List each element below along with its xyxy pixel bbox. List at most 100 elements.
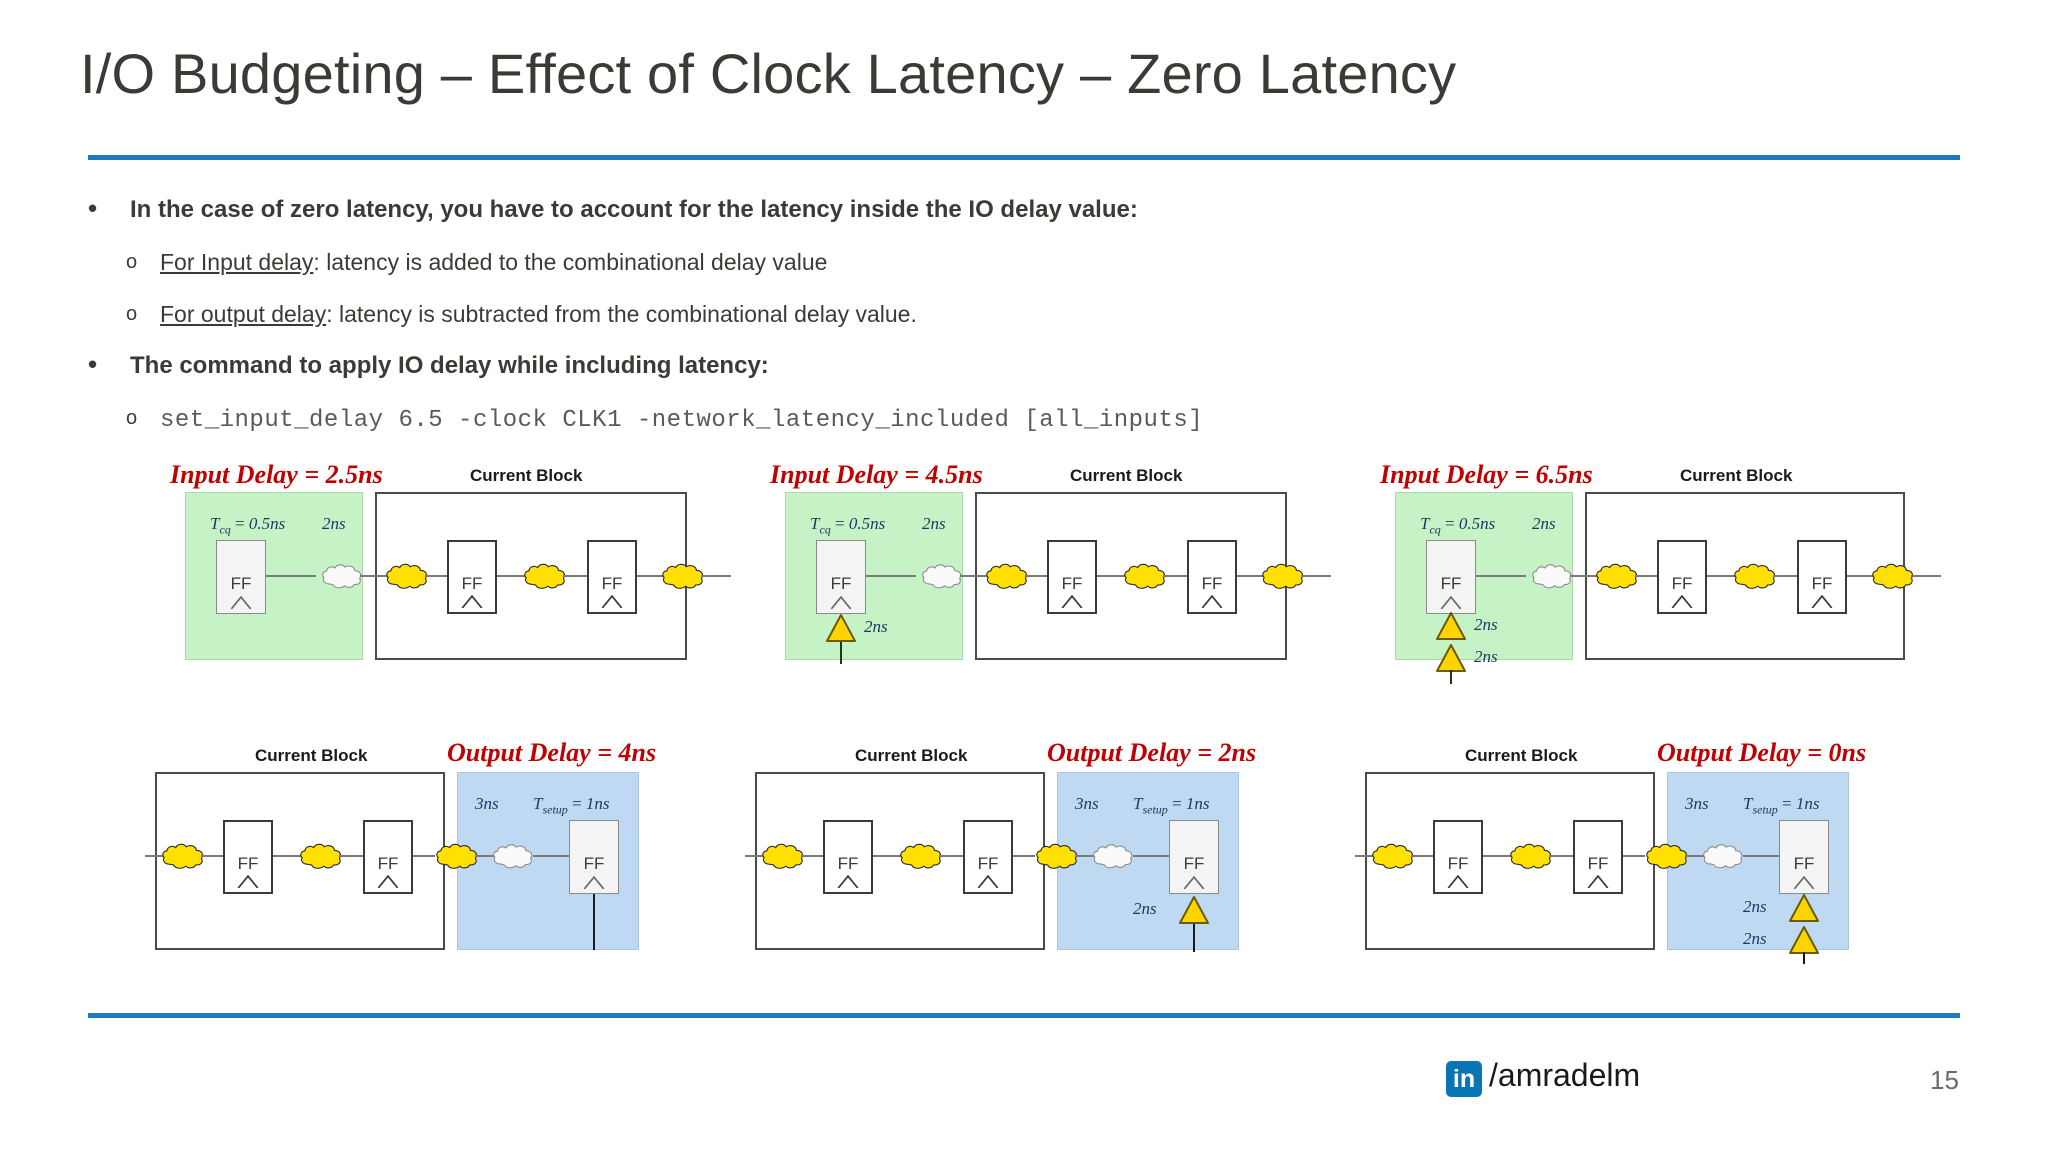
sdc-command-text: set_input_delay 6.5 -clock CLK1 -network…	[160, 407, 1204, 434]
flip-flop-label: FF	[830, 574, 852, 594]
title-divider	[88, 155, 1960, 160]
flip-flop-label: FF	[1183, 854, 1205, 874]
comb-delay-label: 3ns	[1075, 794, 1099, 813]
signal-wire	[475, 855, 497, 857]
logic-cloud-yellow-icon	[160, 840, 206, 872]
current-block-label: Current Block	[470, 466, 583, 485]
flip-flop: FF	[1433, 820, 1483, 894]
signal-wire	[1685, 855, 1707, 857]
signal-wire	[960, 575, 990, 577]
logic-cloud-white-icon	[491, 841, 535, 871]
current-block-label: Current Block	[255, 746, 368, 765]
signal-wire	[266, 575, 316, 577]
flip-flop-label: FF	[1447, 854, 1469, 874]
flip-flop: FF	[216, 540, 266, 614]
signal-wire	[339, 855, 363, 857]
buffer-triangle-icon	[826, 614, 856, 642]
logic-cloud-yellow-icon	[1644, 840, 1690, 872]
flip-flop: FF	[587, 540, 637, 614]
sub-bullet-marker: o	[126, 303, 138, 325]
bullet-text: The command to apply IO delay while incl…	[130, 352, 769, 379]
bullet-rest-text: : latency is added to the combinational …	[313, 249, 828, 275]
linkedin-handle: /amradelm	[1489, 1057, 1641, 1093]
bullet-text: In the case of zero latency, you have to…	[130, 196, 1138, 223]
flip-flop: FF	[1047, 540, 1097, 614]
tsetup-label: Tsetup = 1ns	[533, 794, 610, 817]
bullet-marker: •	[88, 193, 98, 223]
linkedin-icon[interactable]: in	[1446, 1061, 1482, 1097]
signal-wire	[1847, 575, 1873, 577]
clock-wire	[1803, 952, 1805, 964]
tsetup-label: Tsetup = 1ns	[1743, 794, 1820, 817]
flip-flop-label: FF	[377, 854, 399, 874]
buffer-delay-label: 2ns	[1133, 899, 1157, 918]
clock-pin-icon	[1201, 594, 1223, 613]
flip-flop-label: FF	[1811, 574, 1833, 594]
signal-wire	[1476, 575, 1526, 577]
flip-flop-label: FF	[1587, 854, 1609, 874]
bullet-underlined-text: For output delay	[160, 301, 327, 327]
clock-pin-icon	[977, 874, 999, 893]
signal-wire	[637, 575, 663, 577]
flip-flop: FF	[447, 540, 497, 614]
signal-wire	[413, 855, 435, 857]
comb-delay-label: 3ns	[475, 794, 499, 813]
signal-wire	[425, 575, 447, 577]
logic-cloud-white-icon	[1091, 841, 1135, 871]
logic-cloud-white-icon	[920, 561, 964, 591]
logic-cloud-yellow-icon	[1034, 840, 1080, 872]
bullet-item-5: o set_input_delay 6.5 -clock CLK1 -netwo…	[80, 403, 1580, 436]
flip-flop: FF	[363, 820, 413, 894]
logic-cloud-yellow-icon	[1122, 560, 1168, 592]
buffer-triangle-icon	[1436, 644, 1466, 672]
signal-wire	[1623, 855, 1645, 857]
clock-wire	[840, 628, 842, 664]
logic-cloud-yellow-icon	[298, 840, 344, 872]
clock-pin-icon	[1671, 594, 1693, 613]
delay-label: Input Delay = 2.5ns	[170, 460, 383, 489]
buffer-triangle-icon	[1436, 612, 1466, 640]
signal-wire	[201, 855, 223, 857]
page-number: 15	[1930, 1065, 1959, 1095]
clock-pin-icon	[1811, 594, 1833, 613]
flip-flop-label: FF	[601, 574, 623, 594]
logic-cloud-yellow-icon	[1508, 840, 1554, 872]
bullet-item-1: • In the case of zero latency, you have …	[80, 193, 1580, 225]
signal-wire	[273, 855, 301, 857]
bullet-item-4: • The command to apply IO delay while in…	[80, 349, 1580, 381]
flip-flop-label: FF	[1793, 854, 1815, 874]
signal-wire	[866, 575, 916, 577]
buffer-delay-label: 2ns	[1743, 929, 1767, 948]
signal-wire	[1025, 575, 1047, 577]
signal-wire	[533, 855, 569, 857]
clock-pin-icon	[830, 595, 852, 614]
signal-wire	[1570, 575, 1600, 577]
clock-pin-icon	[377, 874, 399, 893]
signal-wire	[1301, 575, 1331, 577]
signal-wire	[497, 575, 525, 577]
buffer-delay-label: 2ns	[864, 617, 888, 636]
signal-wire	[1237, 575, 1263, 577]
clock-pin-icon	[1793, 875, 1815, 894]
signal-wire	[1743, 855, 1779, 857]
flip-flop: FF	[823, 820, 873, 894]
signal-wire	[1483, 855, 1511, 857]
buffer-delay-label: 2ns	[1474, 647, 1498, 666]
signal-wire	[1411, 855, 1433, 857]
flip-flop: FF	[223, 820, 273, 894]
comb-delay-label: 2ns	[922, 514, 946, 533]
flip-flop-label: FF	[977, 854, 999, 874]
comb-delay-label: 2ns	[1532, 514, 1556, 533]
clock-wire	[593, 894, 595, 950]
flip-flop: FF	[1169, 820, 1219, 894]
linkedin-glyph: in	[1452, 1065, 1476, 1093]
delay-label: Output Delay = 0ns	[1657, 738, 1867, 767]
logic-cloud-white-icon	[1701, 841, 1745, 871]
clock-pin-icon	[1587, 874, 1609, 893]
clock-pin-icon	[1183, 875, 1205, 894]
bullet-rest-text: : latency is subtracted from the combina…	[326, 301, 917, 327]
current-block-label: Current Block	[1680, 466, 1793, 485]
logic-cloud-yellow-icon	[1732, 560, 1778, 592]
